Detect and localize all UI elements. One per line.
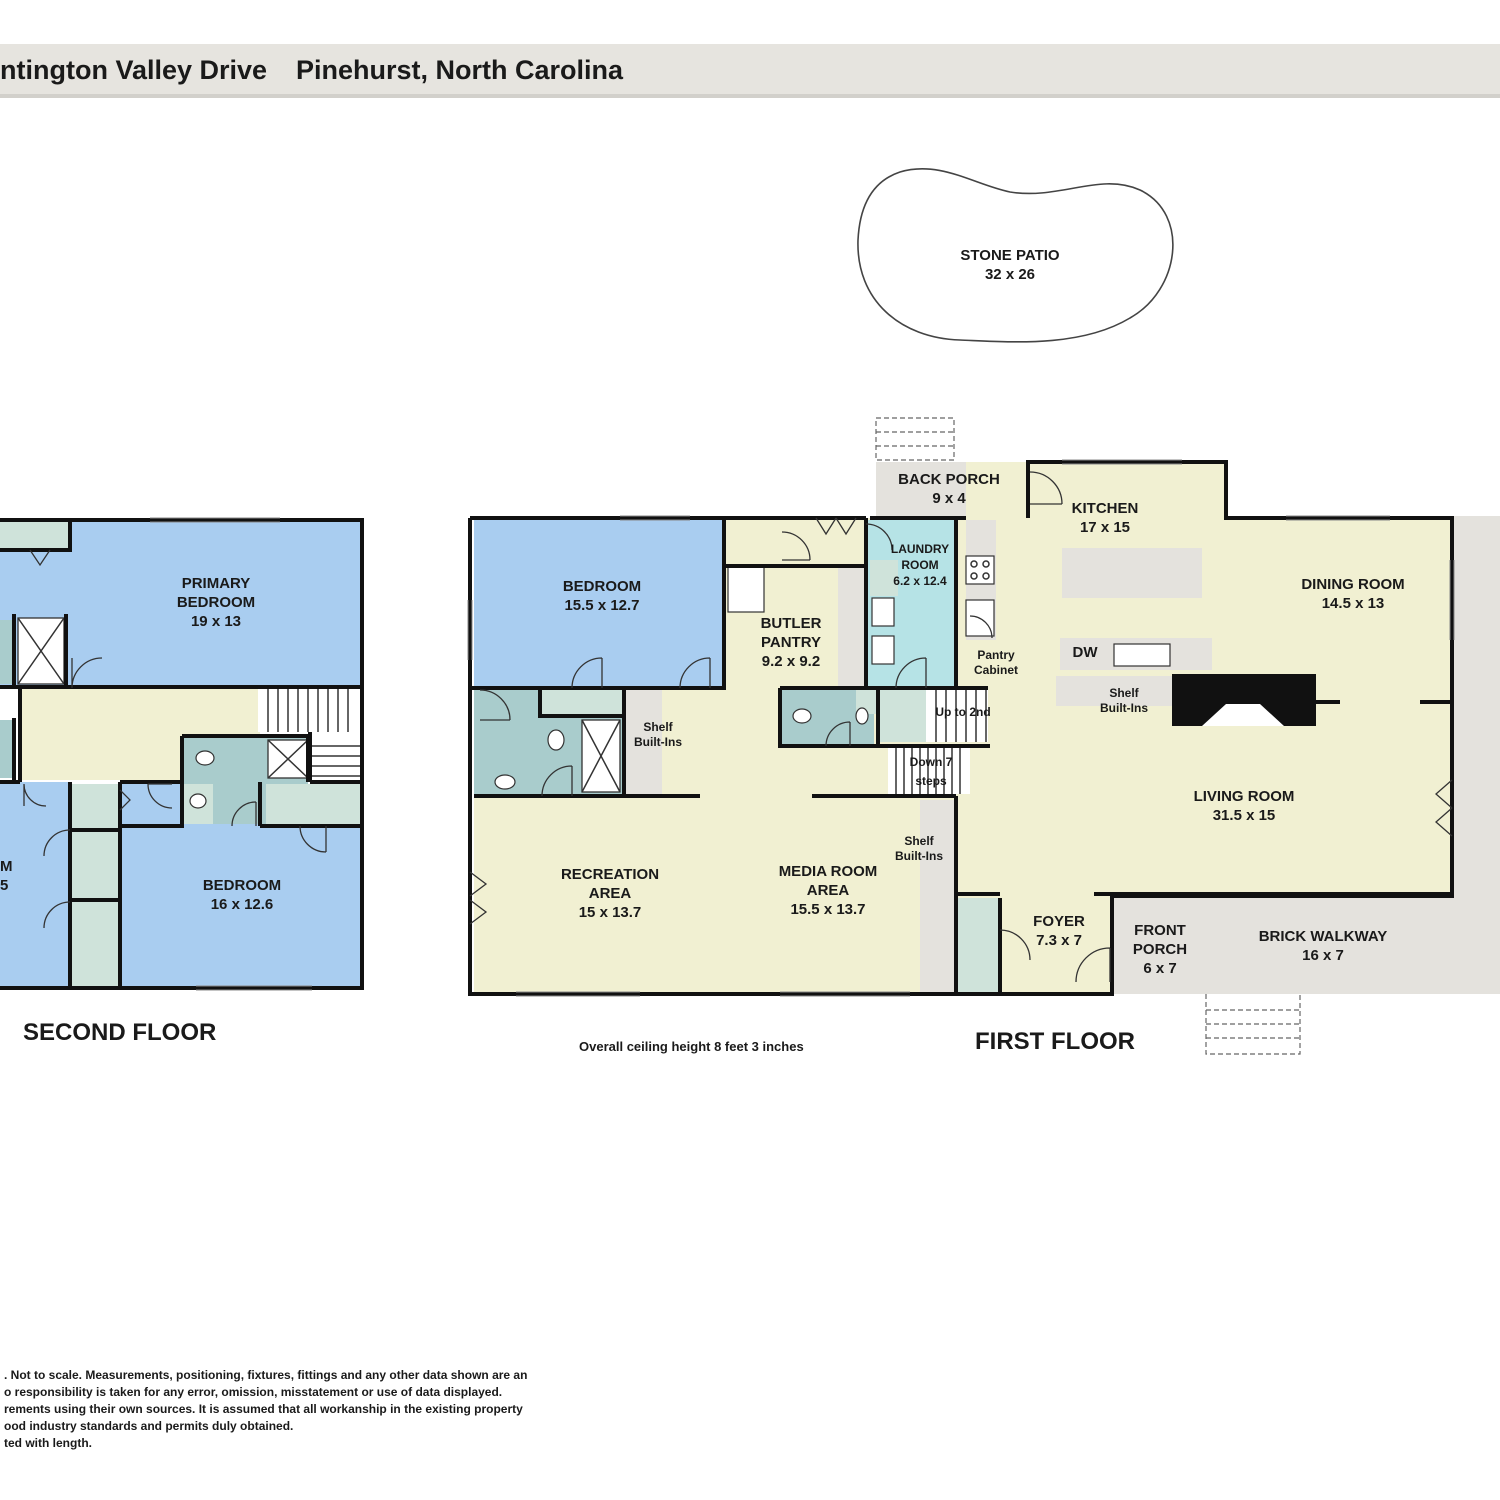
bedroom-left-label: M xyxy=(0,858,13,875)
stair-up-first xyxy=(880,690,926,742)
shelf-hall-label-2: Built-Ins xyxy=(634,735,682,749)
shelf-builtin-kitchen xyxy=(1056,676,1172,706)
dishwasher-label: DW xyxy=(1073,644,1099,661)
disclaimer-line-1: . Not to scale. Measurements, positionin… xyxy=(4,1368,527,1382)
foyer-size: 7.3 x 7 xyxy=(1036,932,1082,949)
recreation-size: 15 x 13.7 xyxy=(579,904,642,921)
kitchen-island xyxy=(1062,548,1202,598)
shelf-builtin-hall xyxy=(626,690,662,796)
sink-second xyxy=(189,793,207,809)
header-address: ntington Valley Drive xyxy=(0,55,267,85)
front-porch-label-2: PORCH xyxy=(1133,941,1187,958)
up-to-second-label: Up to 2nd xyxy=(935,705,990,719)
back-porch-label: BACK PORCH xyxy=(898,471,1000,488)
laundry-label-2: ROOM xyxy=(901,558,938,572)
primary-bedroom-size: 19 x 13 xyxy=(191,613,241,630)
closet-left-2 xyxy=(72,832,120,900)
kitchen-label: KITCHEN xyxy=(1072,500,1139,517)
shelf-kitchen-label-2: Built-Ins xyxy=(1100,701,1148,715)
shelf-media-label: Shelf xyxy=(904,834,934,848)
kitchen-size: 17 x 15 xyxy=(1080,519,1130,536)
laundry-label: LAUNDRY xyxy=(891,542,949,556)
stone-patio-size: 32 x 26 xyxy=(985,266,1035,283)
pantry-cabinet-label-2: Cabinet xyxy=(974,663,1018,677)
closet-right-second xyxy=(266,784,362,826)
second-floor-plan xyxy=(0,517,364,991)
down-steps-label-2: steps xyxy=(915,774,947,788)
laundry-size: 6.2 x 12.4 xyxy=(893,574,947,588)
fireplace xyxy=(1172,674,1316,726)
back-porch-size: 9 x 4 xyxy=(932,490,966,507)
shelf-builtin-media xyxy=(920,800,954,992)
bedroom-right-size: 16 x 12.6 xyxy=(211,896,274,913)
header-city: Pinehurst, North Carolina xyxy=(296,55,624,85)
closet-left-3 xyxy=(72,902,120,988)
shelf-kitchen-label: Shelf xyxy=(1109,686,1139,700)
disclaimer-line-4: ood industry standards and permits duly … xyxy=(4,1419,293,1433)
brick-walkway xyxy=(1206,898,1500,994)
front-porch xyxy=(1114,898,1206,994)
bedroom-left-size: 5 xyxy=(0,877,8,894)
disclaimer-line-3: rements using their own sources. It is a… xyxy=(4,1402,523,1416)
stair-down-first xyxy=(888,746,970,794)
butler-pantry-label-2: PANTRY xyxy=(761,634,821,651)
down-steps-label: Down 7 xyxy=(910,755,953,769)
stone-patio-label: STONE PATIO xyxy=(960,247,1060,264)
disclaimer-line-5: ted with length. xyxy=(4,1436,92,1450)
foyer-label: FOYER xyxy=(1033,913,1085,930)
toilet-first xyxy=(547,729,565,751)
stair-small-second xyxy=(312,736,362,782)
recreation-label: RECREATION xyxy=(561,866,659,883)
first-floor-title: FIRST FLOOR xyxy=(975,1028,1135,1055)
shelf-media-label-2: Built-Ins xyxy=(895,849,943,863)
brick-walkway-size: 16 x 7 xyxy=(1302,947,1344,964)
toilet-second xyxy=(195,750,215,766)
recreation-label-2: AREA xyxy=(589,885,632,902)
bedroom-left-area xyxy=(0,782,72,988)
front-porch-label: FRONT xyxy=(1134,922,1186,939)
foyer-closet xyxy=(958,898,1000,992)
bedroom-first-size: 15.5 x 12.7 xyxy=(564,597,639,614)
shelf-hall-label: Shelf xyxy=(643,720,673,734)
butler-pantry-label: BUTLER xyxy=(761,615,822,632)
primary-bedroom-label-2: BEDROOM xyxy=(177,594,255,611)
ceiling-height-note: Overall ceiling height 8 feet 3 inches xyxy=(579,1039,804,1054)
pantry-cabinet-label: Pantry xyxy=(977,648,1015,662)
sink-first xyxy=(494,774,516,790)
bedroom-right-label: BEDROOM xyxy=(203,877,281,894)
closet-left-1 xyxy=(72,784,120,830)
media-room-label-2: AREA xyxy=(807,882,850,899)
dining-room-label: DINING ROOM xyxy=(1301,576,1404,593)
butler-pantry-size: 9.2 x 9.2 xyxy=(762,653,820,670)
bedroom-first-label: BEDROOM xyxy=(563,578,641,595)
living-room-label: LIVING ROOM xyxy=(1194,788,1295,805)
header-bar xyxy=(0,44,1500,94)
brick-walkway-label: BRICK WALKWAY xyxy=(1259,928,1388,945)
first-floor-plan xyxy=(467,167,1500,1055)
dining-room-size: 14.5 x 13 xyxy=(1322,595,1385,612)
second-floor-title: SECOND FLOOR xyxy=(23,1019,216,1046)
front-porch-size: 6 x 7 xyxy=(1143,960,1176,977)
media-room-label: MEDIA ROOM xyxy=(779,863,878,880)
stone-patio xyxy=(857,167,1174,343)
bedroom-first xyxy=(474,520,724,688)
media-room-size: 15.5 x 13.7 xyxy=(790,901,865,918)
living-room-size: 31.5 x 15 xyxy=(1213,807,1276,824)
disclaimer: . Not to scale. Measurements, positionin… xyxy=(4,1368,527,1450)
disclaimer-line-2: o responsibility is taken for any error,… xyxy=(4,1385,502,1399)
primary-bedroom-label: PRIMARY xyxy=(182,575,251,592)
stair-up-second xyxy=(258,688,360,732)
